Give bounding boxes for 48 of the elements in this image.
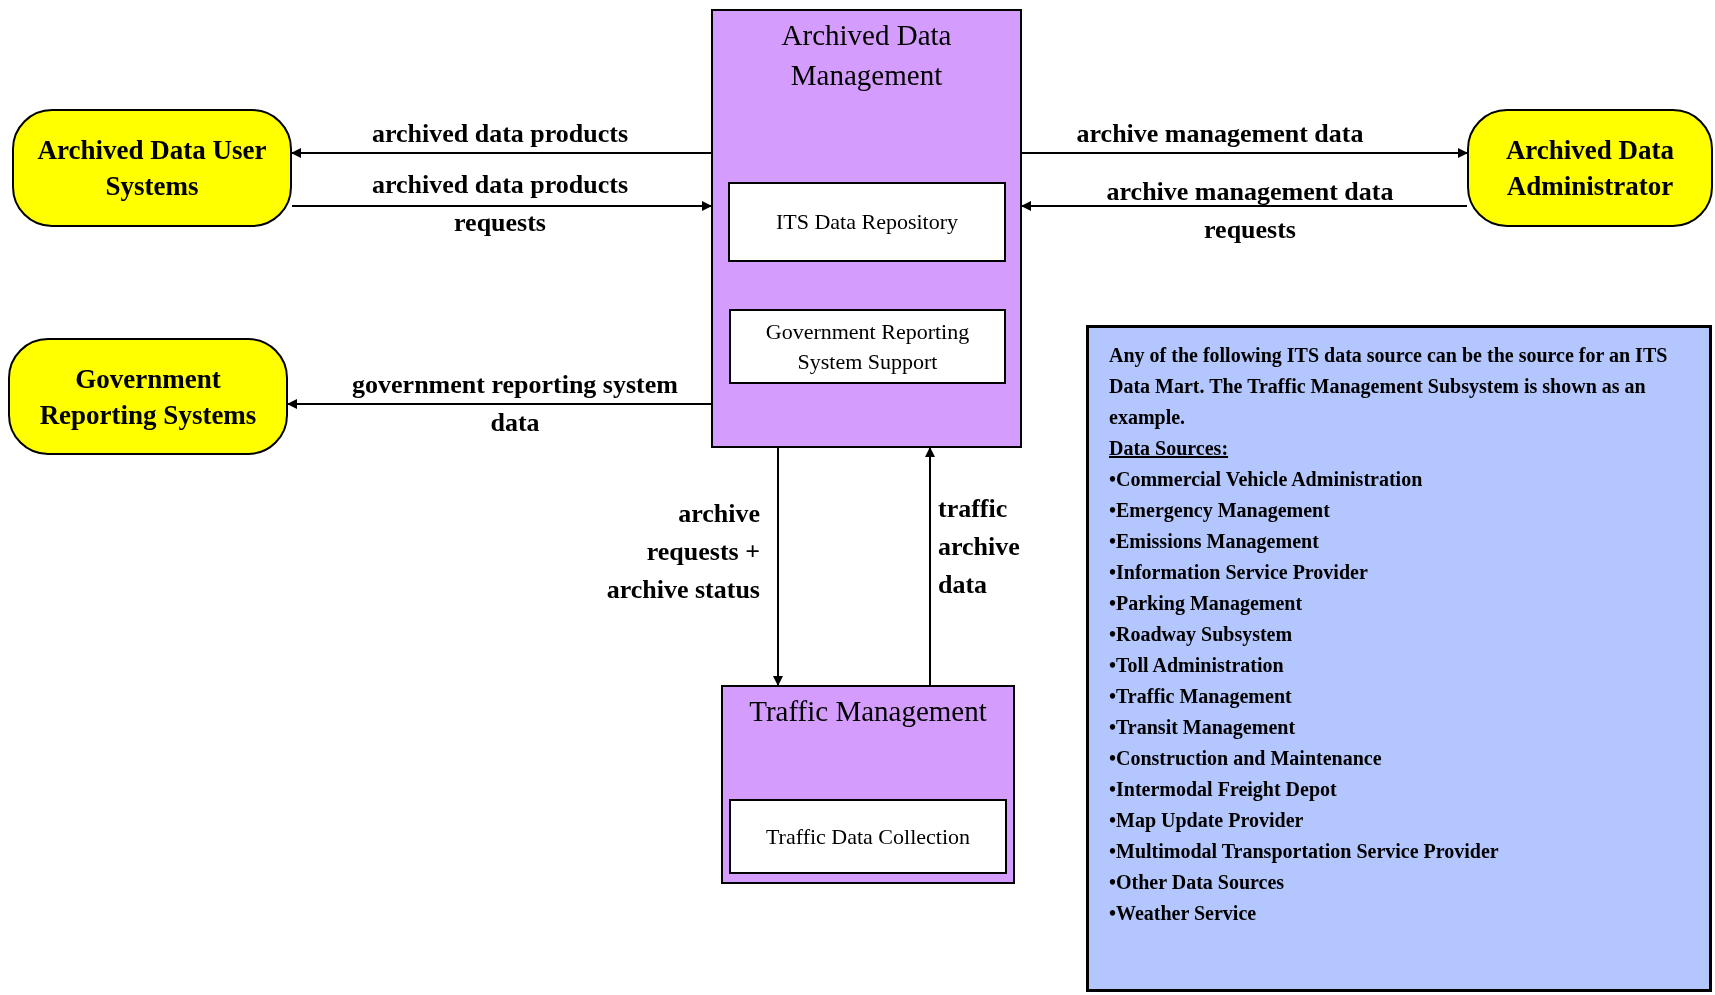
box-label: ITS Data Repository	[774, 208, 960, 236]
arrow	[291, 148, 712, 158]
list-item: •Construction and Maintenance	[1109, 746, 1382, 771]
list-heading: Data Sources:	[1109, 436, 1229, 461]
note-box	[1086, 325, 1712, 992]
list-item: •Other Data Sources	[1109, 870, 1285, 895]
arrow	[287, 399, 712, 409]
list-item: •Multimodal Transportation Service Provider	[1109, 839, 1499, 865]
box-title: Archived Data Management	[780, 18, 953, 93]
list-item: •Intermodal Freight Depot	[1109, 777, 1337, 803]
list-item: •Emergency Management	[1109, 498, 1330, 524]
terminator-box	[12, 109, 292, 227]
terminator-box	[1467, 109, 1713, 227]
list-item: •Map Update Provider	[1109, 808, 1304, 834]
subsystem-box	[721, 685, 1015, 884]
edge-label: archive requests + archive status	[605, 498, 760, 606]
process-box	[729, 309, 1006, 384]
edge-label: archive management data requests	[1105, 176, 1395, 246]
arrow	[925, 447, 935, 686]
arrow	[773, 447, 783, 686]
edge-label: government reporting system data	[351, 369, 679, 439]
box-label: Archived Data User Systems	[36, 134, 268, 203]
subsystem-box	[711, 9, 1022, 448]
list-item: •Information Service Provider	[1109, 560, 1368, 585]
list-item: •Weather Service	[1109, 901, 1257, 926]
list-item: •Commercial Vehicle Administration	[1109, 467, 1423, 492]
box-title: Traffic Management	[749, 694, 987, 729]
box-label: Traffic Data Collection	[764, 822, 972, 851]
edge-label: traffic archive data	[938, 493, 1021, 601]
arrow	[291, 201, 712, 211]
list-item: •Emissions Management	[1109, 529, 1319, 555]
edge-label: archived data products	[370, 118, 630, 150]
box-label: Government Reporting Systems	[38, 362, 258, 432]
edge-label: archived data products requests	[370, 169, 630, 239]
list-item: •Toll Administration	[1109, 653, 1284, 678]
process-box	[729, 799, 1007, 874]
terminator-box	[8, 338, 288, 455]
box-label: Government Reporting System Support	[764, 317, 971, 376]
note-paragraph: Any of the following ITS data source can be the source for an ITS Data Mart. The Traffic Management Subsystem is shown as an example.	[1109, 343, 1669, 431]
list-item: •Parking Management	[1109, 591, 1303, 617]
edge-label: archive management data	[1075, 118, 1365, 150]
box-label: Archived Data Administrator	[1504, 134, 1676, 203]
arrow	[1021, 148, 1468, 158]
list-item: •Transit Management	[1109, 715, 1296, 741]
arrow	[1021, 201, 1468, 211]
list-item: •Traffic Management	[1109, 684, 1292, 710]
process-box	[728, 182, 1006, 262]
list-item: •Roadway Subsystem	[1109, 622, 1293, 648]
